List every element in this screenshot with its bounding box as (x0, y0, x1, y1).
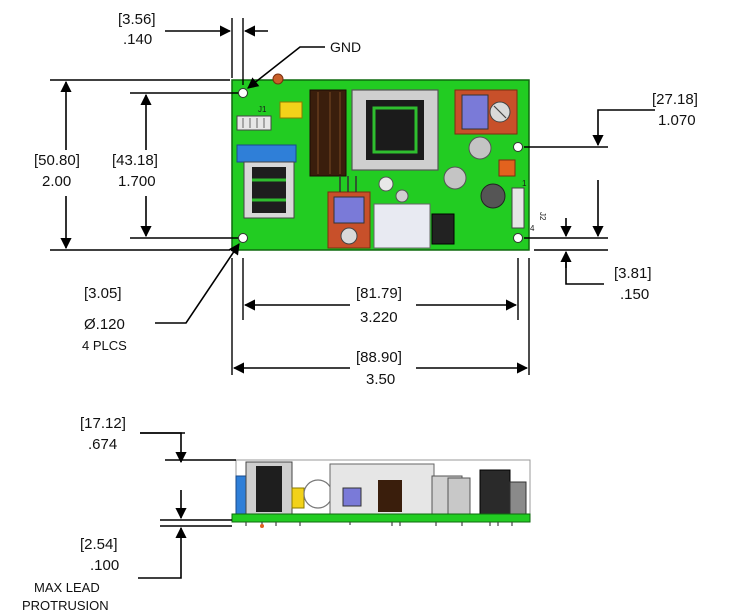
mounting-hole-bottom-left (238, 233, 248, 243)
black-capacitor (480, 183, 506, 209)
lead-note-line2: PROTRUSION (22, 598, 109, 613)
silk-j1: J1 (258, 105, 267, 114)
side-round-cap (303, 479, 333, 509)
side-dim-lead-in: .100 (90, 557, 119, 574)
blue-transformer (236, 144, 297, 163)
side-dim-height-mm: [17.12] (80, 415, 126, 432)
j1-connector (236, 115, 272, 131)
side-dim-lead-mm: [2.54] (80, 536, 118, 553)
side-yellow-part (291, 487, 305, 509)
yellow-component (279, 101, 303, 119)
dim-holes-span-mm: [81.79] (356, 285, 402, 302)
top-view-board: J1 1 J2 4 (231, 73, 547, 251)
dim-holes-span-in: 3.220 (360, 309, 398, 326)
silk-j2: J2 (538, 212, 547, 221)
dim-width-total-in: 3.50 (366, 371, 395, 388)
pcb-side (231, 513, 531, 523)
pin-1-label: 1 (522, 179, 527, 188)
dim-hole-diameter-mm: [3.05] (84, 285, 122, 302)
dim-right-hole-y-in: 1.070 (658, 112, 696, 129)
black-ic (431, 213, 455, 245)
white-block (373, 203, 431, 249)
dim-hole-offset-in: .140 (123, 31, 152, 48)
round-cap-1 (468, 136, 492, 160)
dim-right-offset-mm: [3.81] (614, 265, 652, 282)
dim-right-offset-in: .150 (620, 286, 649, 303)
round-cap-2 (443, 166, 467, 190)
dim-hole-diameter-in: Ø.120 (84, 316, 125, 333)
choke-core (252, 167, 286, 213)
bottom-capacitor (333, 196, 365, 224)
mounting-hole-top-left (238, 88, 248, 98)
round-cap-3 (378, 176, 394, 192)
pin-4-label: 4 (530, 224, 535, 233)
j2-connector (511, 187, 525, 229)
side-dim-height-in: .674 (88, 436, 117, 453)
dim-height-total-mm: [50.80] (34, 152, 80, 169)
dim-width-total-mm: [88.90] (356, 349, 402, 366)
trim-pot-bottom (340, 227, 358, 245)
dim-hole-offset-mm: [3.56] (118, 11, 156, 28)
side-view-board (231, 459, 531, 528)
gnd-label: GND (330, 39, 361, 55)
main-transformer-core (366, 100, 424, 160)
lead-note-line1: MAX LEAD (34, 580, 100, 595)
output-capacitor (461, 94, 489, 130)
dim-hole-count: 4 PLCS (82, 338, 127, 353)
side-black-cap (479, 469, 511, 515)
dim-right-hole-y-mm: [27.18] (652, 91, 698, 108)
round-cap-4 (395, 189, 409, 203)
mounting-hole-bottom-right (513, 233, 523, 243)
gnd-pad (272, 73, 284, 85)
dim-height-holes-in: 1.700 (118, 173, 156, 190)
mounting-hole-right (513, 142, 523, 152)
dim-height-total-in: 2.00 (42, 173, 71, 190)
orange-small-part (498, 159, 516, 177)
dim-height-holes-mm: [43.18] (112, 152, 158, 169)
